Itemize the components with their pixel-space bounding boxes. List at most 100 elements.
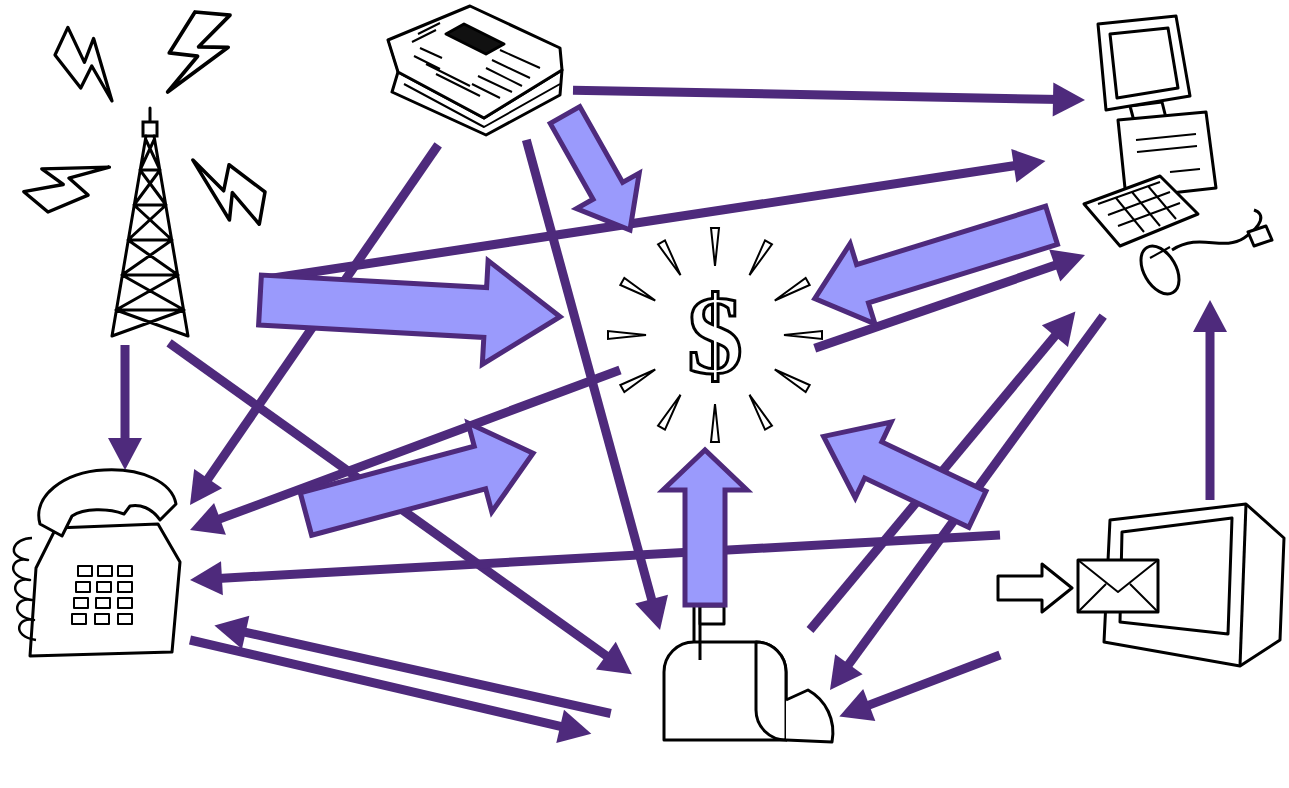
lightning-bolt [18, 139, 116, 222]
keyboard-keys [1098, 182, 1180, 232]
block-arrow [824, 422, 986, 527]
envelope-flap [1078, 560, 1158, 612]
money-flow-arrow [663, 450, 747, 605]
mailbox-body [664, 642, 786, 740]
phone-handset [39, 470, 176, 536]
arrow-shaft [844, 316, 1103, 670]
radio-tower-node [60, 10, 260, 340]
money-node: $ [620, 230, 810, 440]
computer-node [1085, 15, 1270, 300]
currency-symbol: $ [687, 279, 743, 391]
block-arrow [300, 423, 533, 535]
flow-arrow [1193, 300, 1227, 500]
ray [711, 404, 719, 442]
arrow-head [556, 710, 591, 743]
arrow-head [108, 438, 142, 470]
mailbox-door [786, 690, 833, 742]
flow-arrow [815, 249, 1085, 348]
telephone-node [10, 470, 190, 660]
send-arrow [998, 564, 1072, 612]
flow-arrow [260, 149, 1045, 280]
arrow-shaft [526, 140, 653, 607]
ray [711, 228, 719, 266]
flow-arrow [190, 640, 591, 743]
case-slots [1136, 134, 1200, 172]
mouse-cable [1172, 210, 1261, 250]
keyboard [1084, 176, 1198, 246]
ray [658, 393, 684, 430]
arrow-shaft [862, 655, 1000, 708]
ray [784, 331, 822, 339]
ray [746, 240, 772, 277]
arrow-shaft [212, 370, 620, 522]
arrow-head [190, 503, 226, 535]
lightning-bolt [154, 0, 241, 107]
newspaper [388, 6, 562, 135]
phone-base [30, 524, 180, 656]
money-flow-arrow [300, 423, 533, 535]
flow-arrow [214, 616, 610, 714]
envelope [1078, 560, 1158, 612]
arrow-head [839, 689, 875, 721]
antenna-top [143, 122, 157, 136]
arrow-shaft [214, 535, 1000, 579]
keypad [72, 566, 132, 624]
money-flow-arrow [824, 422, 986, 527]
telephone [13, 470, 180, 656]
arrow-shaft [169, 343, 612, 660]
monitor-screen [1110, 28, 1178, 98]
arrow-shaft [204, 145, 439, 485]
mailbox-opening [756, 642, 786, 740]
flow-arrow [190, 145, 438, 505]
block-arrow [550, 107, 639, 230]
money-flow-arrow [815, 206, 1058, 324]
arrow-shaft [573, 90, 1061, 99]
arrow-shaft [1206, 324, 1215, 500]
arrow-head [214, 616, 249, 649]
computer-mouse [1133, 239, 1187, 300]
ray [620, 278, 657, 304]
arrow-head [596, 642, 632, 674]
lightning-bolt [176, 148, 277, 234]
arrow-shaft [121, 345, 130, 446]
monitor-edge [1240, 504, 1246, 666]
arrow-head [830, 654, 863, 690]
paper-text-lines [412, 23, 540, 98]
arrow-head [635, 595, 668, 630]
ray [658, 240, 684, 277]
monitor [1098, 16, 1190, 110]
block-arrow [259, 261, 560, 365]
flow-arrow [839, 655, 1000, 721]
money-flow-arrow [550, 107, 639, 230]
flow-arrow [830, 316, 1103, 690]
email-node [1000, 500, 1285, 665]
arrow-head [1049, 249, 1085, 281]
ray [746, 393, 772, 430]
block-arrow [815, 206, 1058, 324]
ray [620, 366, 657, 392]
flow-arrow [573, 82, 1085, 116]
arrow-head [1193, 300, 1227, 332]
lightning-bolt [44, 20, 134, 110]
mailbox-flag [700, 606, 724, 624]
cable-plug [1248, 226, 1272, 246]
flow-arrow [108, 345, 142, 470]
flow-arrow [190, 535, 1000, 595]
arrow-head [190, 561, 223, 595]
flow-arrow [526, 140, 668, 630]
dollar-rays [608, 228, 822, 442]
arrow-head [1011, 149, 1045, 183]
arrow-shaft [815, 263, 1063, 349]
arrow-shaft [190, 640, 568, 728]
flow-arrow [169, 343, 632, 674]
newspaper-node [380, 0, 565, 135]
paper-fold [388, 40, 560, 127]
paper-photo [446, 24, 504, 54]
paper-page [388, 6, 562, 118]
ray [773, 366, 810, 392]
arrow-shaft [810, 330, 1060, 630]
money-flow-arrow [259, 261, 560, 365]
